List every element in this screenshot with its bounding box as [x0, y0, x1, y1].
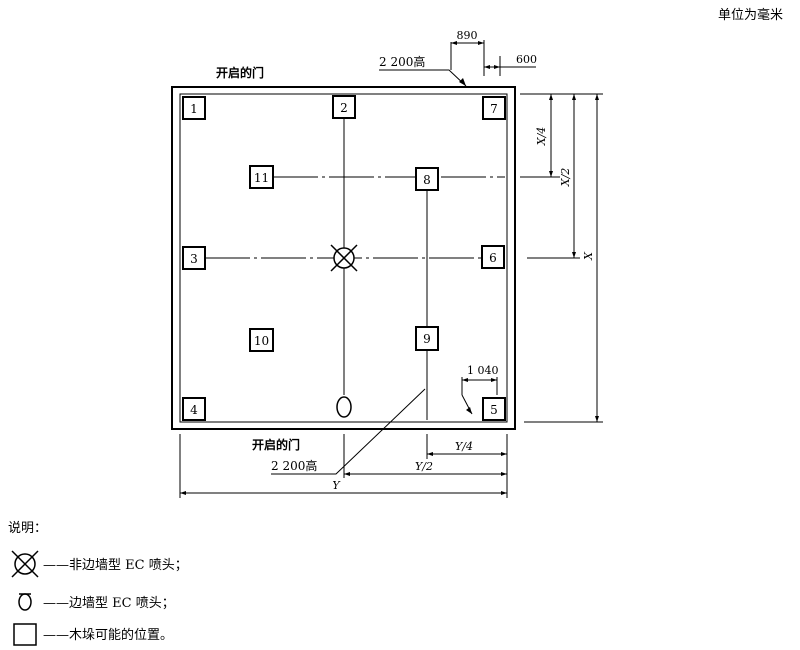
- svg-text:8: 8: [423, 173, 431, 187]
- svg-text:9: 9: [423, 332, 431, 346]
- crib-position-7: 7: [482, 96, 506, 120]
- svg-text:6: 6: [489, 251, 497, 265]
- crib-position-2: 2: [332, 95, 356, 119]
- pendent-ec-sprinkler: [330, 244, 358, 272]
- legend-sidewall-sprinkler-icon: [18, 593, 32, 611]
- dim-x-quarter: X/4: [535, 127, 548, 147]
- door-label-top: 开启的门: [216, 65, 264, 80]
- dim-x-half: X/2: [559, 168, 572, 188]
- dim-890: 890: [457, 29, 478, 42]
- legend-crib-text: ——木垛可能的位置。: [43, 627, 173, 643]
- dim-x-full: X: [582, 251, 595, 261]
- dim-600: 600: [516, 53, 537, 66]
- svg-text:3: 3: [190, 252, 198, 266]
- svg-text:10: 10: [254, 334, 269, 348]
- crib-position-4: 4: [182, 397, 206, 421]
- height-leader-top: [379, 69, 467, 87]
- crib-position-1: 1: [182, 96, 206, 120]
- height-label-top: 2 200高: [379, 54, 425, 69]
- legend-pendent-sprinkler-text: ——非边墙型 EC 喷头；: [43, 558, 188, 573]
- svg-text:2: 2: [340, 101, 348, 115]
- door-label-bottom: 开启的门: [252, 437, 300, 452]
- legend-crib-icon: [13, 623, 37, 646]
- height-leader-bottom: [271, 388, 426, 475]
- crib-position-9: 9: [415, 326, 439, 351]
- svg-text:5: 5: [490, 403, 498, 417]
- legend-pendent-sprinkler-icon: [11, 550, 39, 578]
- height-label-bottom: 2 200高: [271, 458, 317, 473]
- crib-position-5: 5: [482, 397, 506, 421]
- sidewall-ec-sprinkler: [336, 396, 352, 418]
- dim-y-full: Y: [332, 479, 341, 492]
- legend-sidewall-sprinkler-text: ——边墙型 EC 喷头；: [43, 596, 175, 611]
- crib-position-10: 10: [249, 328, 274, 352]
- svg-text:11: 11: [254, 171, 269, 185]
- crib-position-6: 6: [481, 245, 505, 269]
- room-outer-wall: [171, 86, 516, 430]
- room-inner-wall: [179, 93, 508, 423]
- svg-text:4: 4: [190, 403, 198, 417]
- legend-title: 说明：: [8, 521, 47, 536]
- crib-position-8: 8: [415, 167, 439, 191]
- dim-y-quarter: Y/4: [455, 440, 473, 453]
- svg-text:1: 1: [190, 102, 198, 116]
- dim-y-half: Y/2: [415, 460, 433, 473]
- unit-note: 单位为毫米: [718, 7, 783, 23]
- svg-text:7: 7: [490, 102, 498, 116]
- crib-position-3: 3: [182, 246, 206, 270]
- dim-1040: 1 040: [467, 364, 499, 377]
- crib-position-11: 11: [249, 165, 274, 189]
